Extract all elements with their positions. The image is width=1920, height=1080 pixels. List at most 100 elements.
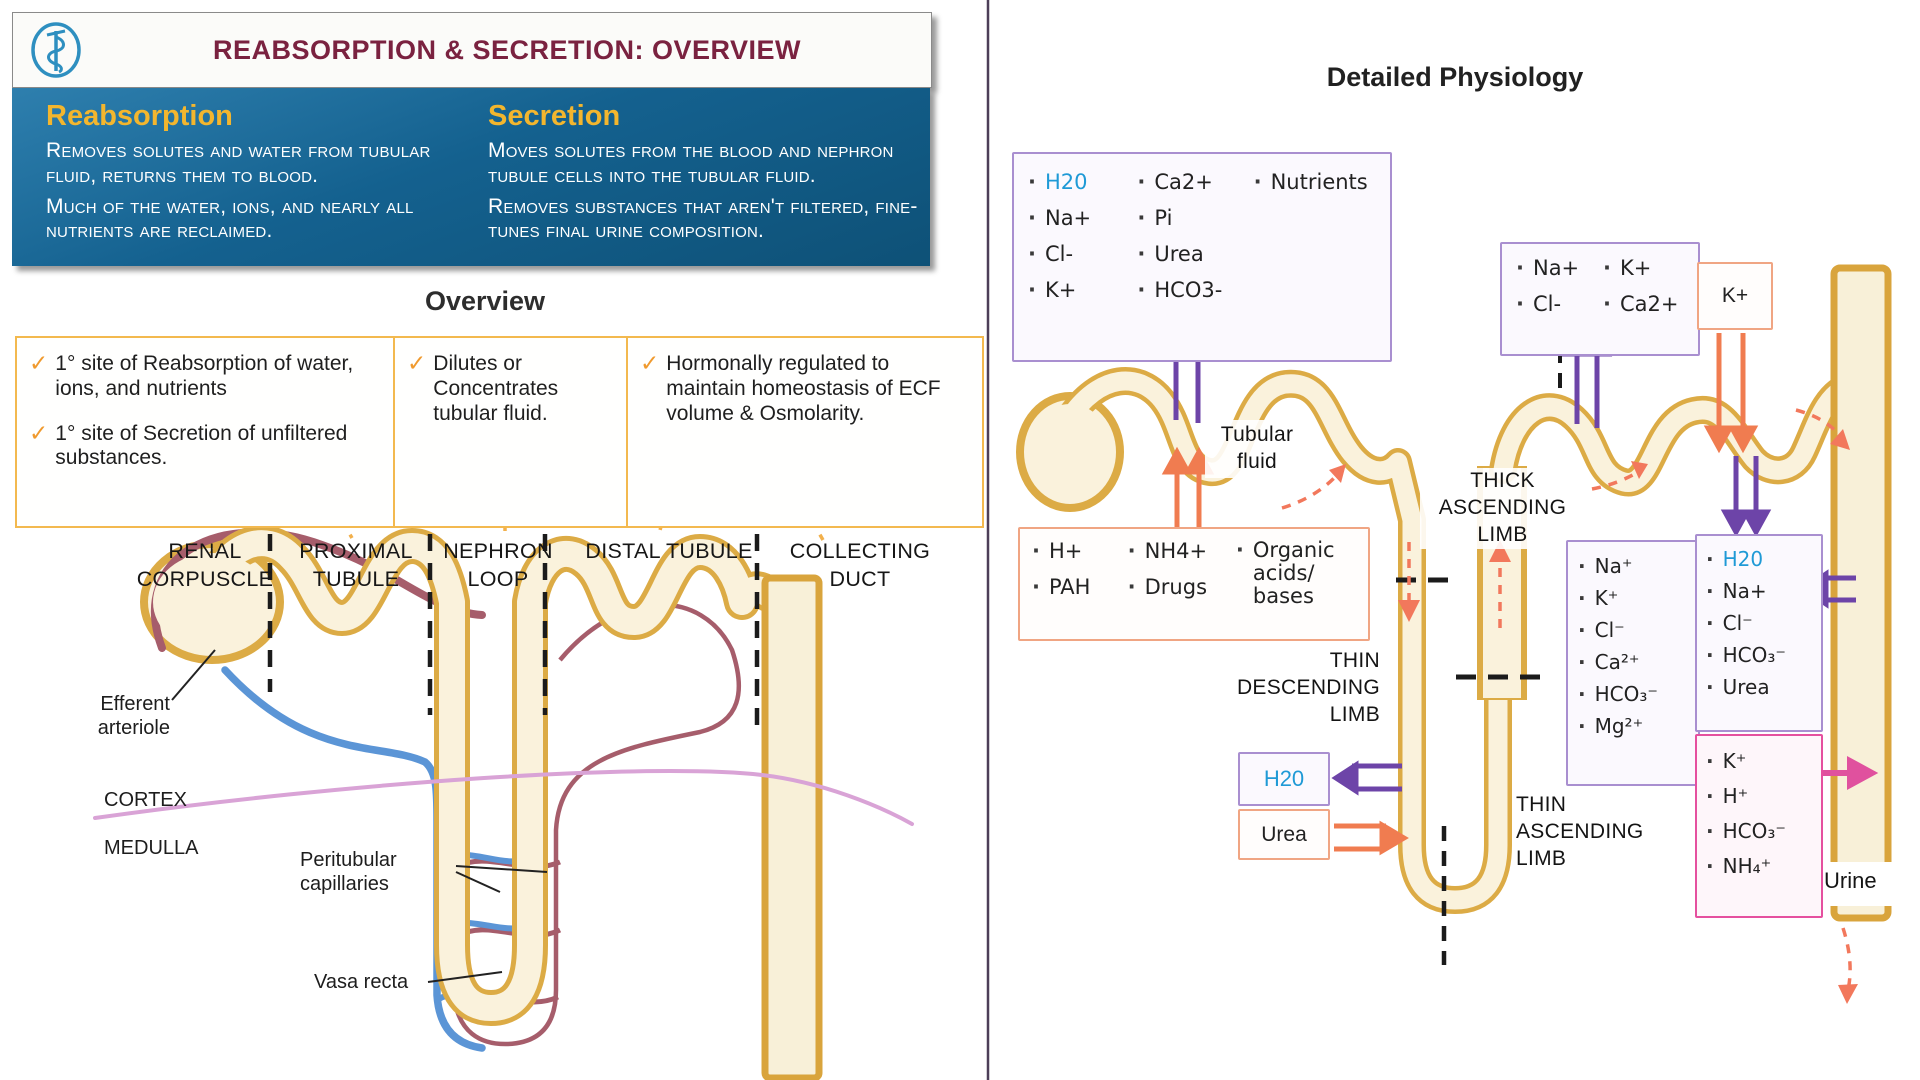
- renal-corpuscle-lumen: [153, 553, 271, 651]
- pointer-line: [427, 971, 503, 983]
- reabsorption-text-2: Much of the water, ions, and nearly all …: [46, 194, 414, 243]
- ion-k: K+: [1721, 284, 1749, 307]
- ion-cl: Cl-: [1516, 292, 1597, 316]
- ion-column: K+ Ca2+: [1603, 256, 1684, 342]
- ion-hco3: HCO₃⁻: [1706, 643, 1812, 667]
- ion-ca: Ca2+: [1137, 170, 1249, 194]
- reabsorption-heading: Reabsorption: [46, 100, 233, 132]
- ion-nutrients: Nutrients: [1254, 170, 1376, 194]
- overview-card-loop: ✓ Dilutes or Concentrates tubular fluid.: [393, 336, 639, 528]
- tubule-outline: [187, 525, 786, 1026]
- ion-nh4: NH4+: [1128, 539, 1232, 563]
- ion-na: Na+: [1028, 206, 1133, 230]
- ion-column: H20 Na+ Cl- K+: [1028, 170, 1133, 344]
- secretion-arrows-orange: [1161, 333, 1759, 856]
- cd-reabsorbed-box: H20 Na+ Cl⁻ HCO₃⁻ Urea: [1695, 534, 1823, 732]
- ion-h2o: H20: [1028, 170, 1133, 194]
- ion-organic-acids: Organic acids/ bases: [1236, 538, 1356, 608]
- ion-h: H⁺: [1706, 784, 1812, 808]
- ion-drugs: Drugs: [1128, 575, 1232, 599]
- ion-cl: Cl⁻: [1578, 618, 1688, 642]
- ion-na: Na+: [1516, 256, 1597, 280]
- medulla-label: MEDULLA: [104, 837, 199, 859]
- card-item-text: 1° site of Secretion of unfiltered subst…: [55, 421, 348, 470]
- overview-card-proximal: ✓ 1° site of Reabsorption of water, ions…: [15, 336, 405, 528]
- pointer-line: [171, 649, 216, 701]
- check-icon: ✓: [29, 350, 49, 376]
- ion-k: K⁺: [1706, 749, 1812, 773]
- ion-urea: Urea: [1137, 242, 1249, 266]
- thick-ascending-limb-label: THICK ASCENDING LIMB: [1420, 468, 1585, 549]
- ion-ca: Ca2+: [1603, 292, 1684, 316]
- cd-secreted-box: K⁺ H⁺ HCO₃⁻ NH₄⁺: [1695, 734, 1823, 918]
- tubular-fluid-label: Tubular fluid: [1205, 420, 1309, 478]
- collecting-duct-left: [761, 574, 823, 1080]
- ion-h2o: H20: [1706, 547, 1812, 571]
- cortex-label: CORTEX: [104, 789, 187, 811]
- card-item: ✓ 1° site of Secretion of unfiltered sub…: [29, 419, 391, 472]
- secretion-text-2: Removes substances that aren't filtered,…: [488, 194, 918, 243]
- ion-pah: PAH: [1032, 575, 1124, 599]
- ion-column: Na+ Cl-: [1516, 256, 1597, 342]
- ion-hco3: HCO3-: [1137, 278, 1249, 302]
- right-nephron-art: [1016, 264, 1894, 1004]
- collecting-duct-right: [1830, 264, 1892, 922]
- ion-hco3: HCO₃⁻: [1706, 819, 1812, 843]
- check-icon: ✓: [29, 419, 49, 446]
- right-corpuscle-lumen: [1028, 404, 1112, 500]
- overview-heading: Overview: [424, 286, 546, 316]
- segment-label-proximal-tubule: PROXIMAL TUBULE: [299, 539, 413, 591]
- tdl-water-box: H20: [1238, 752, 1330, 806]
- flow-arrowheads: [1329, 429, 1858, 1004]
- ion-urea: Urea: [1706, 675, 1812, 699]
- vasa-recta-maroon: [452, 602, 741, 1047]
- secretion-text-1: Moves solutes from the blood and nephron…: [488, 139, 894, 187]
- card-item: ✓ 1° site of Reabsorption of water, ions…: [29, 352, 391, 402]
- pct-reabsorbed-box: H20 Na+ Cl- K+ Ca2+ Pi Urea HCO3- Nutrie…: [1012, 152, 1392, 362]
- thin-ascending-limb-label: THIN ASCENDING LIMB: [1516, 793, 1644, 870]
- vasa-recta-label: Vasa recta: [314, 971, 409, 993]
- card-item: ✓ Dilutes or Concentrates tubular fluid.: [407, 350, 625, 426]
- ion-na: Na⁺: [1578, 554, 1688, 578]
- ion-column: NH4+ Drugs: [1128, 539, 1232, 629]
- ion-nh4: NH₄⁺: [1706, 854, 1812, 878]
- ion-column: Organic acids/ bases: [1236, 538, 1356, 629]
- peritubular-capillary-blue: [221, 666, 486, 1052]
- tubule-lumen: [192, 530, 781, 1021]
- overview-card-distal: ✓ Hormonally regulated to maintain homeo…: [626, 336, 984, 528]
- segment-label-renal-corpuscle: RENAL CORPUSCLE: [136, 539, 274, 591]
- card-item-text: 1° site of Reabsorption of water, ions, …: [55, 352, 354, 400]
- ion-k: K⁺: [1578, 586, 1688, 610]
- secretion-heading: Secretion: [488, 100, 621, 132]
- ion-h: H+: [1032, 539, 1124, 563]
- tdl-urea-box: Urea: [1238, 809, 1330, 860]
- ion-k: K+: [1603, 256, 1684, 280]
- ion-na: Na+: [1706, 579, 1812, 603]
- pointer-line: [455, 871, 501, 893]
- ion-mg: Mg²⁺: [1578, 714, 1688, 738]
- card-item: ✓ Hormonally regulated to maintain homeo…: [640, 351, 970, 426]
- ion-column: Nutrients: [1254, 170, 1376, 344]
- peritubular-capillaries-label: Peritubular capillaries: [300, 849, 397, 895]
- ion-column: H+ PAH: [1032, 539, 1124, 629]
- definitions-panel: Reabsorption Removes solutes and water f…: [12, 88, 930, 266]
- page-title: REABSORPTION & SECRETION: OVERVIEW: [212, 34, 802, 65]
- card-item-text: Dilutes or Concentrates tubular fluid.: [433, 352, 559, 425]
- segment-label-collecting-duct: COLLECTING DUCT: [789, 539, 931, 591]
- ion-pi: Pi: [1137, 206, 1249, 230]
- urine-label: Urine: [1824, 868, 1877, 893]
- check-icon: ✓: [407, 350, 427, 376]
- reabsorption-text-1: Removes solutes and water from tubular f…: [46, 139, 431, 187]
- pointer-line: [455, 865, 548, 873]
- cortex-medulla-line: [93, 769, 914, 826]
- ion-column: Ca2+ Pi Urea HCO3-: [1137, 170, 1249, 344]
- detailed-physiology-heading: Detailed Physiology: [1326, 62, 1584, 92]
- segment-label-distal-tubule: DISTAL TUBULE: [585, 539, 753, 563]
- segment-label-nephron-loop: NEPHRON LOOP: [443, 539, 553, 591]
- distal-tubule-lumen: [1493, 376, 1858, 492]
- ion-urea: Urea: [1261, 822, 1307, 846]
- ion-h2o: H20: [1263, 766, 1305, 791]
- urine-label-band: [1828, 862, 1894, 906]
- thin-descending-limb-label: THIN DESCENDING LIMB: [1236, 649, 1380, 726]
